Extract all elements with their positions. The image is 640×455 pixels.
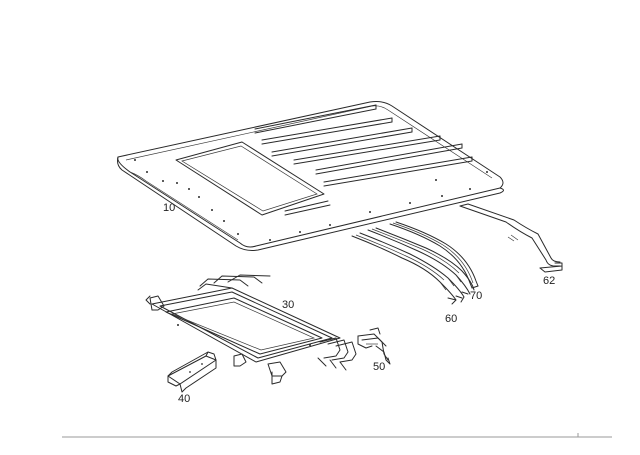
callout-30-label: 30 bbox=[282, 299, 294, 311]
callout-10-label: 10 bbox=[163, 202, 175, 214]
callout-40-label: 40 bbox=[178, 393, 190, 405]
front-bow-part[interactable] bbox=[351, 227, 475, 305]
roof-panel-part[interactable] bbox=[117, 101, 504, 251]
callout-50-label: 50 bbox=[373, 361, 385, 373]
rear-bow-part[interactable] bbox=[389, 221, 479, 289]
callout-60-label: 60 bbox=[445, 313, 457, 325]
clip-part[interactable] bbox=[357, 327, 391, 365]
callout-62-label: 62 bbox=[543, 275, 555, 287]
callout-70-label: 70 bbox=[470, 290, 482, 302]
bracket-part[interactable] bbox=[167, 351, 217, 393]
sunroof-frame-part[interactable] bbox=[145, 274, 357, 385]
side-rail-part[interactable] bbox=[459, 203, 563, 273]
